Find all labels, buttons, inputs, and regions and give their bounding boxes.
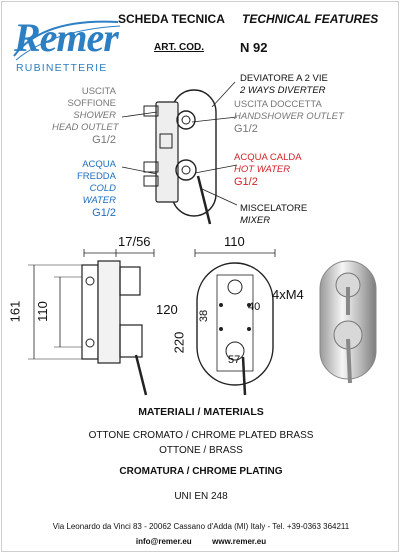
mixer-body-drawing	[143, 89, 217, 225]
footer-web[interactable]: www.remer.eu	[212, 537, 267, 546]
leader-lines	[121, 81, 238, 206]
front-plate-drawing	[194, 249, 276, 396]
footer-contacts: info@remer.eu www.remer.eu	[2, 537, 400, 546]
shower-outlet-label: USCITA SOFFIONE SHOWER HEAD OUTLET G1/2	[52, 86, 119, 146]
dim-screw: 4xM4	[272, 287, 304, 302]
dim-hole-a: 40	[248, 301, 261, 313]
cold-water-label: ACQUA FREDDA COLD WATER G1/2	[76, 159, 116, 219]
art-code-value: N 92	[240, 40, 268, 55]
mixer-label: MISCELATORE MIXER	[240, 203, 308, 226]
materials-standard: UNI EN 248	[174, 491, 228, 502]
title-en: TECHNICAL FEATURES	[242, 12, 379, 26]
dim-side-depth: 120	[156, 302, 178, 317]
materials-plating: CROMATURA / CHROME PLATING	[119, 466, 283, 477]
materials-line1: OTTONE CROMATO / CHROME PLATED BRASS	[88, 430, 314, 441]
dim-depth: 17/56	[118, 234, 151, 249]
footer-address: Via Leonardo da Vinci 83 - 20062 Cassano…	[52, 522, 350, 531]
brand-subtitle: RUBINETTERIE	[16, 62, 108, 74]
product-render-image	[319, 260, 377, 384]
art-code-label: ART. COD.	[154, 42, 204, 53]
footer-email[interactable]: info@remer.eu	[135, 537, 192, 546]
dim-height-inner: 110	[34, 301, 50, 322]
diverter-label: DEVIATORE A 2 VIE 2 WAYS DIVERTER	[240, 73, 328, 96]
dim-plate-height: 220	[171, 331, 187, 354]
dim-hole-b: 38	[198, 309, 211, 323]
materials-heading: MATERIALI / MATERIALS	[138, 406, 264, 418]
hot-water-label: ACQUA CALDA HOT WATER G1/2	[234, 152, 302, 188]
title-it: SCHEDA TECNICA	[118, 12, 225, 26]
dim-hole-c: 57	[228, 354, 241, 366]
dim-width: 110	[224, 234, 245, 249]
materials-line2: OTTONE / BRASS	[159, 445, 243, 456]
dim-height-total: 161	[7, 300, 23, 323]
handshower-label: USCITA DOCCETTA HANDSHOWER OUTLET G1/2	[234, 99, 344, 135]
side-view-drawing	[28, 249, 155, 396]
logo-swoosh-icon	[13, 20, 121, 61]
